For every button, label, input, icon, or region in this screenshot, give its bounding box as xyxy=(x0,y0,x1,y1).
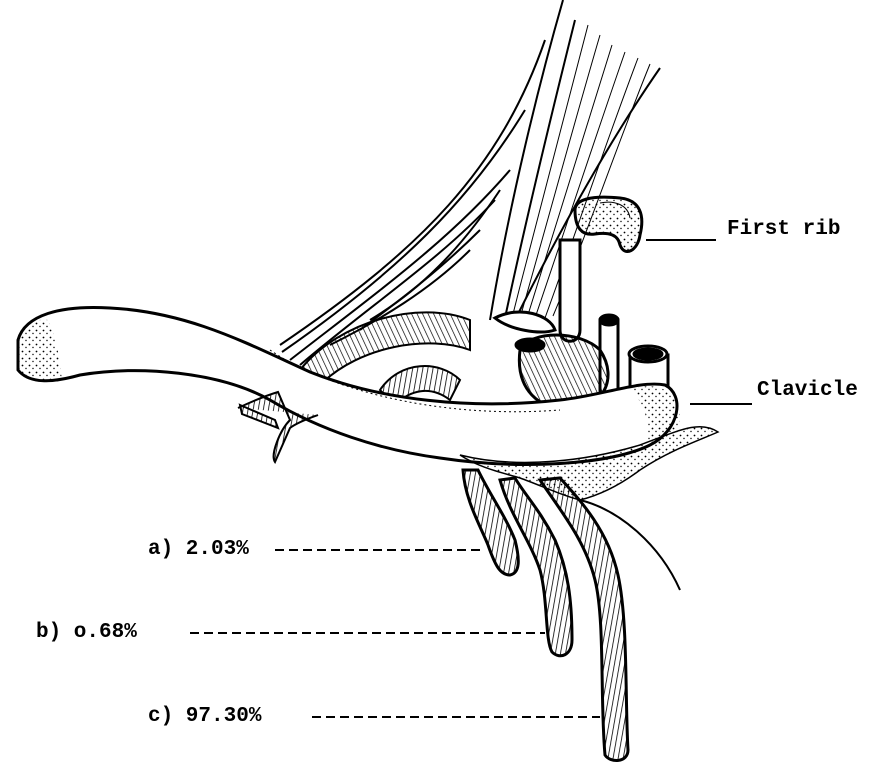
first-rib xyxy=(575,197,642,251)
variant-c-label: c) 97.30% xyxy=(148,706,261,727)
variant-a-label: a) 2.03% xyxy=(148,539,249,560)
variant-b-label: b) o.68% xyxy=(36,622,137,643)
clavicle-label: Clavicle xyxy=(757,380,858,401)
first-rib-label: First rib xyxy=(727,219,840,240)
